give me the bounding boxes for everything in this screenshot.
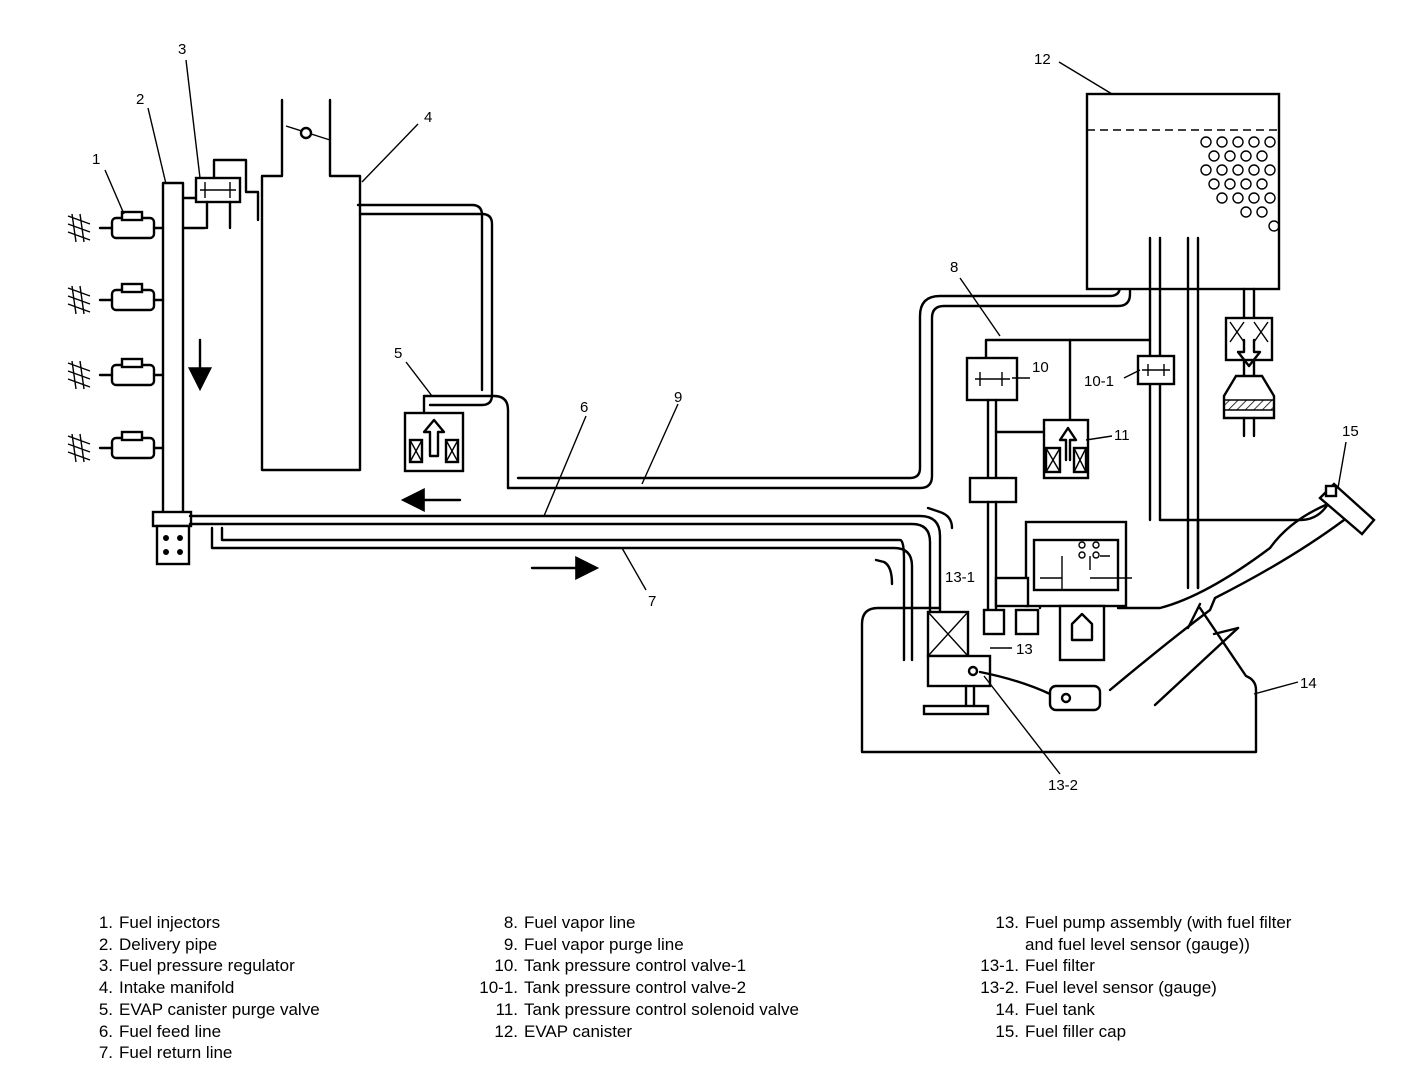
legend-item: 2.Delivery pipe: [98, 934, 218, 954]
legend-column-1: 1.Fuel injectors 2.Delivery pipe 3.Fuel …: [86, 912, 320, 1064]
injector-3: [67, 357, 165, 390]
leader-lines: [104, 59, 1347, 775]
callout-10: 10: [1032, 359, 1049, 376]
callout-1: 1: [92, 151, 100, 168]
callout-5: 5: [394, 345, 402, 362]
fuel-vapor-purge-line: [506, 286, 1132, 490]
callout-12: 12: [1034, 51, 1051, 68]
fuel-system-diagram: 1 2 3 4 5 6 7 8 9 10 10-1 11 12 13 13-1 …: [67, 41, 1376, 794]
legend-item: 5.EVAP canister purge valve: [98, 999, 320, 1019]
legend-item: 13-1.Fuel filter: [980, 956, 1095, 976]
fuel-pump-assembly: [982, 520, 1132, 662]
fuel-pressure-regulator: [194, 158, 260, 230]
intake-manifold: [260, 98, 494, 472]
legend-item: 6.Fuel feed line: [98, 1021, 222, 1041]
callout-7: 7: [648, 593, 656, 610]
delivery-pipe: [151, 181, 212, 566]
callout-4: 4: [424, 109, 432, 126]
callout-10-1: 10-1: [1084, 373, 1114, 390]
callout-3: 3: [178, 41, 186, 58]
legend-column-3: 13.Fuel pump assembly (with fuel filter …: [968, 912, 1291, 1042]
legend-item: 10.Tank pressure control valve-1: [494, 956, 747, 976]
callout-13-2: 13-2: [1048, 777, 1078, 794]
fuel-filter: [922, 610, 992, 716]
legend-item: and fuel level sensor (gauge)): [1025, 934, 1250, 954]
callout-6: 6: [580, 399, 588, 416]
legend-item: 13.Fuel pump assembly (with fuel filter: [995, 913, 1292, 932]
legend-item: 13-2.Fuel level sensor (gauge): [980, 978, 1217, 998]
legend-item: 12.EVAP canister: [494, 1021, 633, 1041]
callout-14: 14: [1300, 675, 1317, 692]
legend-item: 10-1.Tank pressure control valve-2: [479, 978, 747, 998]
callout-8: 8: [950, 259, 958, 276]
evap-canister-purge-valve: [403, 394, 510, 490]
injector-1: [67, 210, 165, 243]
callout-15: 15: [1342, 423, 1359, 440]
callout-11: 11: [1114, 427, 1130, 444]
charcoal-granules: [1200, 136, 1280, 232]
fuel-feed-line: [188, 488, 954, 614]
evap-canister: [1085, 92, 1281, 590]
fuel-return-line: [210, 526, 914, 662]
legend-item: 9.Fuel vapor purge line: [503, 934, 684, 954]
fuel-level-sensor: [967, 665, 1102, 712]
legend-item: 1.Fuel injectors: [98, 913, 221, 932]
callout-13-1: 13-1: [945, 569, 975, 586]
legend-item: 4.Intake manifold: [98, 978, 235, 998]
injector-2: [67, 282, 165, 315]
callout-9: 9: [674, 389, 682, 406]
injector-4: [67, 430, 165, 463]
legend-item: 7.Fuel return line: [98, 1043, 233, 1063]
tank-pressure-controls: [965, 338, 1176, 614]
fuel-injectors: [67, 210, 165, 463]
legend-column-2: 8.Fuel vapor line 9.Fuel vapor purge lin…: [470, 912, 799, 1042]
legend-item: 15.Fuel filler cap: [995, 1021, 1127, 1041]
callout-13: 13: [1016, 641, 1033, 658]
legend-item: 11.Tank pressure control solenoid valve: [495, 999, 799, 1019]
legend-item: 8.Fuel vapor line: [503, 913, 636, 932]
legend-item: 14.Fuel tank: [995, 999, 1095, 1019]
legend-item: 3.Fuel pressure regulator: [98, 956, 295, 976]
callout-2: 2: [136, 91, 144, 108]
callout-labels: 1 2 3 4 5 6 7 8 9 10 10-1 11 12 13 13-1 …: [92, 41, 1359, 794]
